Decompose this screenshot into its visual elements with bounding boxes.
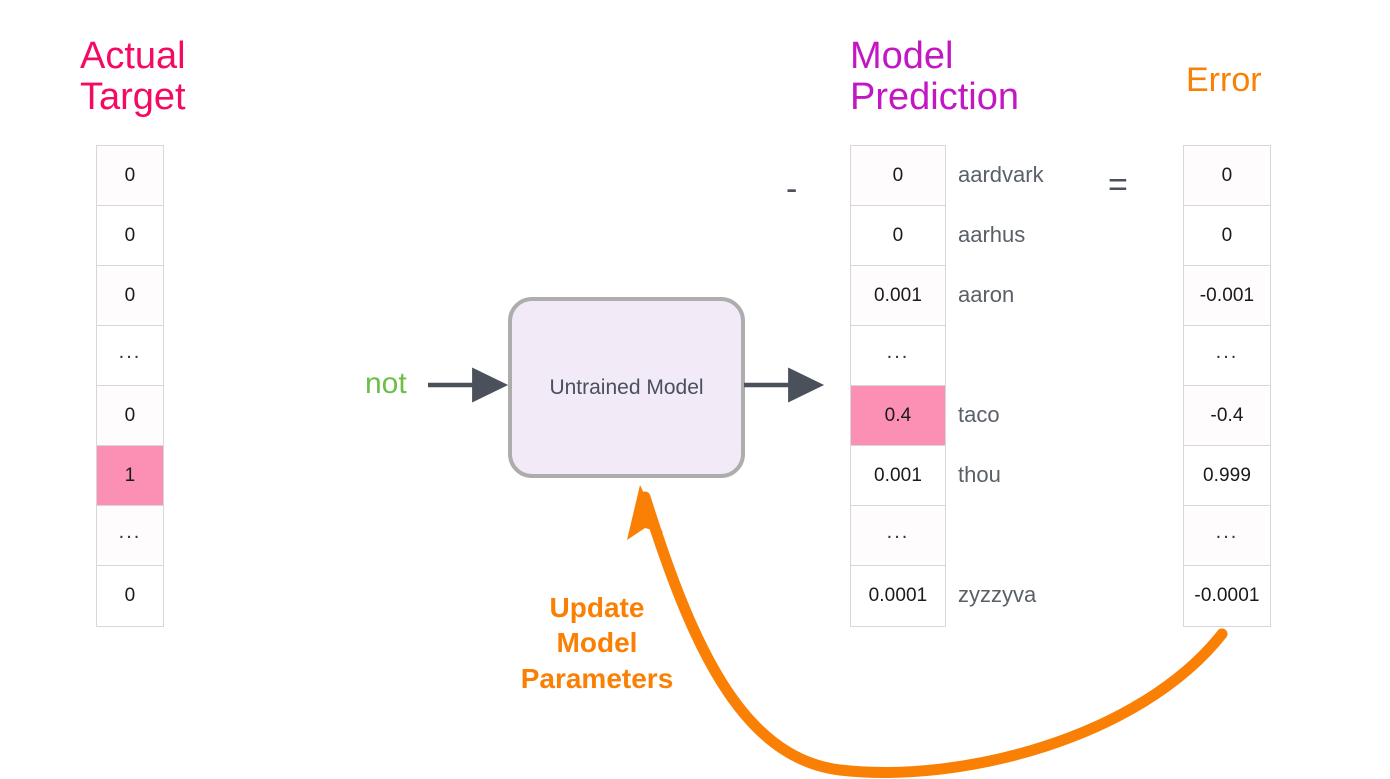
vocabulary-word-label: aardvark xyxy=(958,162,1044,187)
actual-target-cell: 1 xyxy=(97,446,163,506)
model-prediction-cell: 0.0001 xyxy=(851,566,945,626)
vocabulary-word-label: taco xyxy=(958,402,1000,427)
actual-target-cell: 0 xyxy=(97,386,163,446)
actual-target-cell: ... xyxy=(97,506,163,566)
model-prediction-cell: 0 xyxy=(851,206,945,266)
update-feedback-arrowhead xyxy=(627,485,663,540)
error-cell: ... xyxy=(1184,506,1270,566)
minus-operator: - xyxy=(786,170,798,208)
equals-operator: = xyxy=(1108,166,1128,204)
update-model-parameters-caption: Update Model Parameters xyxy=(520,592,674,694)
error-header: Error xyxy=(1186,61,1262,99)
untrained-model-box: Untrained Model xyxy=(508,297,745,478)
actual-target-cell: ... xyxy=(97,326,163,386)
actual-target-cell: 0 xyxy=(97,566,163,626)
model-prediction-cell: 0.001 xyxy=(851,266,945,326)
error-cell: 0.999 xyxy=(1184,446,1270,506)
model-prediction-cell: 0 xyxy=(851,146,945,206)
error-cell: -0.001 xyxy=(1184,266,1270,326)
vocabulary-word-label: aaron xyxy=(958,282,1015,307)
error-cell: ... xyxy=(1184,326,1270,386)
vocabulary-word-labels: aardvark aarhus aaron taco thou zyzzyva xyxy=(958,145,1148,625)
vocabulary-word-label xyxy=(958,325,1148,385)
vocabulary-word-label: thou xyxy=(958,462,1001,487)
actual-target-cell: 0 xyxy=(97,206,163,266)
vocabulary-word-label xyxy=(958,505,1148,565)
input-word-label: not xyxy=(365,367,407,400)
error-cell: -0.0001 xyxy=(1184,566,1270,626)
model-prediction-cell: 0.4 xyxy=(851,386,945,446)
actual-target-cell: 0 xyxy=(97,146,163,206)
error-cell: -0.4 xyxy=(1184,386,1270,446)
model-prediction-cell: 0.001 xyxy=(851,446,945,506)
actual-target-cell: 0 xyxy=(97,266,163,326)
untrained-model-label: Untrained Model xyxy=(549,375,704,399)
vocabulary-word-label: zyzzyva xyxy=(958,582,1037,607)
vocabulary-word-label: aarhus xyxy=(958,222,1026,247)
actual-target-header: Actual Target xyxy=(80,35,186,119)
model-prediction-header: Model Prediction xyxy=(850,35,1019,119)
model-prediction-cell: ... xyxy=(851,506,945,566)
model-prediction-cell: ... xyxy=(851,326,945,386)
error-cell: 0 xyxy=(1184,206,1270,266)
error-cell: 0 xyxy=(1184,146,1270,206)
